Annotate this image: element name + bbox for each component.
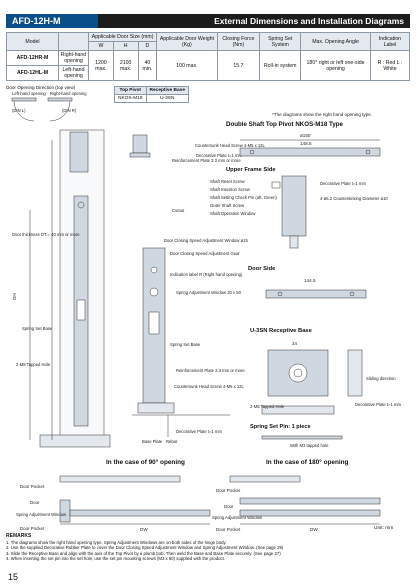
val-ind: R : Red L : White	[369, 50, 411, 81]
model-l-desc: Left-hand opening	[58, 65, 89, 81]
val-w: 1200 max.	[88, 50, 114, 81]
remarks-title: REMARKS	[6, 533, 32, 539]
label-base-plate: Base Plate	[142, 439, 163, 444]
label-decorative-4: Decorative Plate t=1 mm	[355, 402, 401, 407]
label-shaft-insertion: Shaft Insertion Screw	[210, 187, 251, 192]
col-ind: Indication Label	[369, 32, 411, 51]
hinge-body	[129, 134, 230, 437]
col-force: Closing Force (Nm)	[216, 32, 261, 51]
dim-1485: 148.5	[300, 141, 312, 146]
label-door-pocket-90b: Door Pocket	[20, 526, 45, 531]
label-shaft-reset: Shaft Reset Screw	[210, 179, 246, 184]
pivot-table: Top Pivot Receptive Base NKOS-M18 U-3SN	[114, 86, 190, 103]
dim-dw-90: DW	[140, 527, 148, 532]
remark-3: 3. Slide the Receptive Base and align wi…	[6, 550, 281, 556]
dir-right-label: Right-hand opening	[50, 91, 87, 96]
label-shaft-setting: Shaft Setting Check Pin (aft, Green)	[210, 195, 277, 200]
spring-set-pin-drawing	[261, 435, 343, 440]
label-spring-adj-180: Spring Adjustment Window	[212, 515, 263, 520]
title-double-shaft: Double Shaft Top Pivot NKOS-M18 Type	[226, 121, 344, 128]
val-h: 2100 max.	[112, 50, 139, 81]
col-angle: Max. Opening Angle	[300, 32, 371, 51]
col-model: Model	[6, 32, 59, 51]
pivot-val-base: U-3SN	[145, 94, 190, 103]
label-door-180: Door	[224, 504, 234, 509]
model-title: AFD-12H-M	[6, 14, 98, 28]
label-door-pocket-180: Door Pocket	[216, 488, 241, 493]
label-sliding: Sliding direction	[366, 376, 396, 381]
dir-left-code: (DIN L)	[12, 108, 26, 113]
col-weight: Applicable Door Weight (Kg)	[156, 32, 218, 51]
remarks: REMARKS 1. The diagrams show the right h…	[6, 533, 410, 562]
title-case-180: In the case of 180° opening	[266, 458, 349, 466]
label-door-pocket-90: Door Pocket	[20, 484, 45, 489]
label-spring-set-base: Spring Set Base	[170, 342, 201, 347]
label-tapped-hole: 2-M8 Tapped Hole	[16, 362, 51, 367]
door-side-drawing	[265, 289, 367, 299]
label-decorative: Decorative Plate t=1 mm	[196, 153, 242, 158]
remark-1: 1. The diagrams show the right hand open…	[6, 539, 227, 545]
direction-left-diagram	[11, 97, 73, 122]
dir-right-code: (DIN R)	[62, 108, 77, 113]
label-4phi: 4-ø5.2 Countersinking Diameter ø10	[320, 196, 388, 201]
dim-150: ø150	[300, 133, 311, 138]
label-outer-shaft: Outer Shaft Screw	[210, 203, 245, 208]
title-spring-set-pin: Spring Set Pin: 1 piece	[250, 424, 311, 430]
title-case-90: In the case of 90° opening	[106, 458, 185, 466]
label-reinforcement: Reinforcement Plate 2.3 mm or more	[172, 158, 241, 163]
label-rebar: Rebar	[166, 439, 178, 444]
door-direction-legend: Door Opening Direction (top view)	[6, 85, 126, 90]
door-direction-title: Door Opening Direction (top view)	[6, 85, 76, 90]
label-spring-adj-20: Spring Adjustment Window 20 x 50	[176, 290, 242, 295]
section-title: External Dimensions and Installation Dia…	[98, 14, 410, 28]
label-countersunk-2: Countersunk Head Screw 4-M5 x 12L	[174, 384, 244, 389]
title-upper-frame: Upper Frame Side	[226, 167, 276, 173]
val-spring: Roll-in system	[259, 50, 302, 81]
dir-left-label: Left-hand opening	[12, 91, 46, 96]
col-spring: Spring Set System	[259, 32, 302, 51]
top-pivot-drawing	[239, 139, 381, 249]
spec-table: Model Applicable Door Size (mm) Applicab…	[6, 32, 411, 81]
remark-2: 2. Use the supplied Decorative Rubber Pl…	[6, 545, 284, 551]
door-elevation	[29, 129, 111, 448]
title-u3sn: U-3SN Receptive Base	[250, 328, 313, 334]
label-spring-set-base-left: Spring Set Base	[22, 326, 53, 331]
label-cutout: Cutout	[172, 208, 185, 213]
label-reinforcement-2: Reinforcement Plate 2.3 mm or more	[176, 368, 245, 373]
note-right-hand: *The diagrams show the right hand openin…	[272, 112, 372, 117]
label-dh: DH	[12, 293, 17, 300]
label-tapped-hole-2: 2-M8 Tapped Hole	[250, 404, 285, 409]
label-decorative-2: Decorative Plate t=1 mm	[176, 429, 222, 434]
dim-dw-180: DW	[310, 527, 318, 532]
case-180-drawing	[229, 475, 381, 525]
dim-34: 34	[292, 341, 297, 346]
label-decorative-3: Decorative Plate t=1 mm	[320, 181, 366, 186]
page-number: 15	[8, 572, 19, 582]
case-90-drawing	[59, 475, 211, 525]
label-shaft-op-window: Shaft Operation Window	[210, 211, 256, 216]
unit-label: Unit: mm	[374, 526, 394, 531]
remark-4: 4. When inserting the set pin into the s…	[6, 556, 226, 562]
page-header: AFD-12H-M External Dimensions and Instal…	[6, 14, 410, 28]
label-m3-tapped: With M3 tapped hole	[290, 443, 329, 448]
label-door-pocket-180b: Door Pocket	[216, 527, 241, 532]
val-force: 15.7	[216, 50, 261, 81]
label-countersunk: Countersunk Head Screw 4-M5 x 12L	[195, 143, 265, 148]
val-weight: 100 max.	[156, 50, 218, 81]
label-indication: Indication label R (Right hand opening)	[170, 272, 243, 277]
label-closing-speed: Door Closing Speed Adjustment Window ø15	[164, 238, 248, 243]
dim-1445: 144.5	[304, 278, 316, 283]
receptive-base-drawing	[261, 349, 363, 415]
title-door-side: Door Side	[248, 266, 276, 272]
val-angle: 180° right or left one-side opening	[300, 50, 371, 81]
label-door-90: Door	[30, 500, 40, 505]
label-spring-adj-90: Spring Adjustment Window	[16, 512, 67, 517]
label-door-thickness: Door thickness DT = 40 mm or more	[12, 232, 80, 237]
label-closing-gear: Door Closing Speed Adjustment Gear	[170, 251, 240, 256]
